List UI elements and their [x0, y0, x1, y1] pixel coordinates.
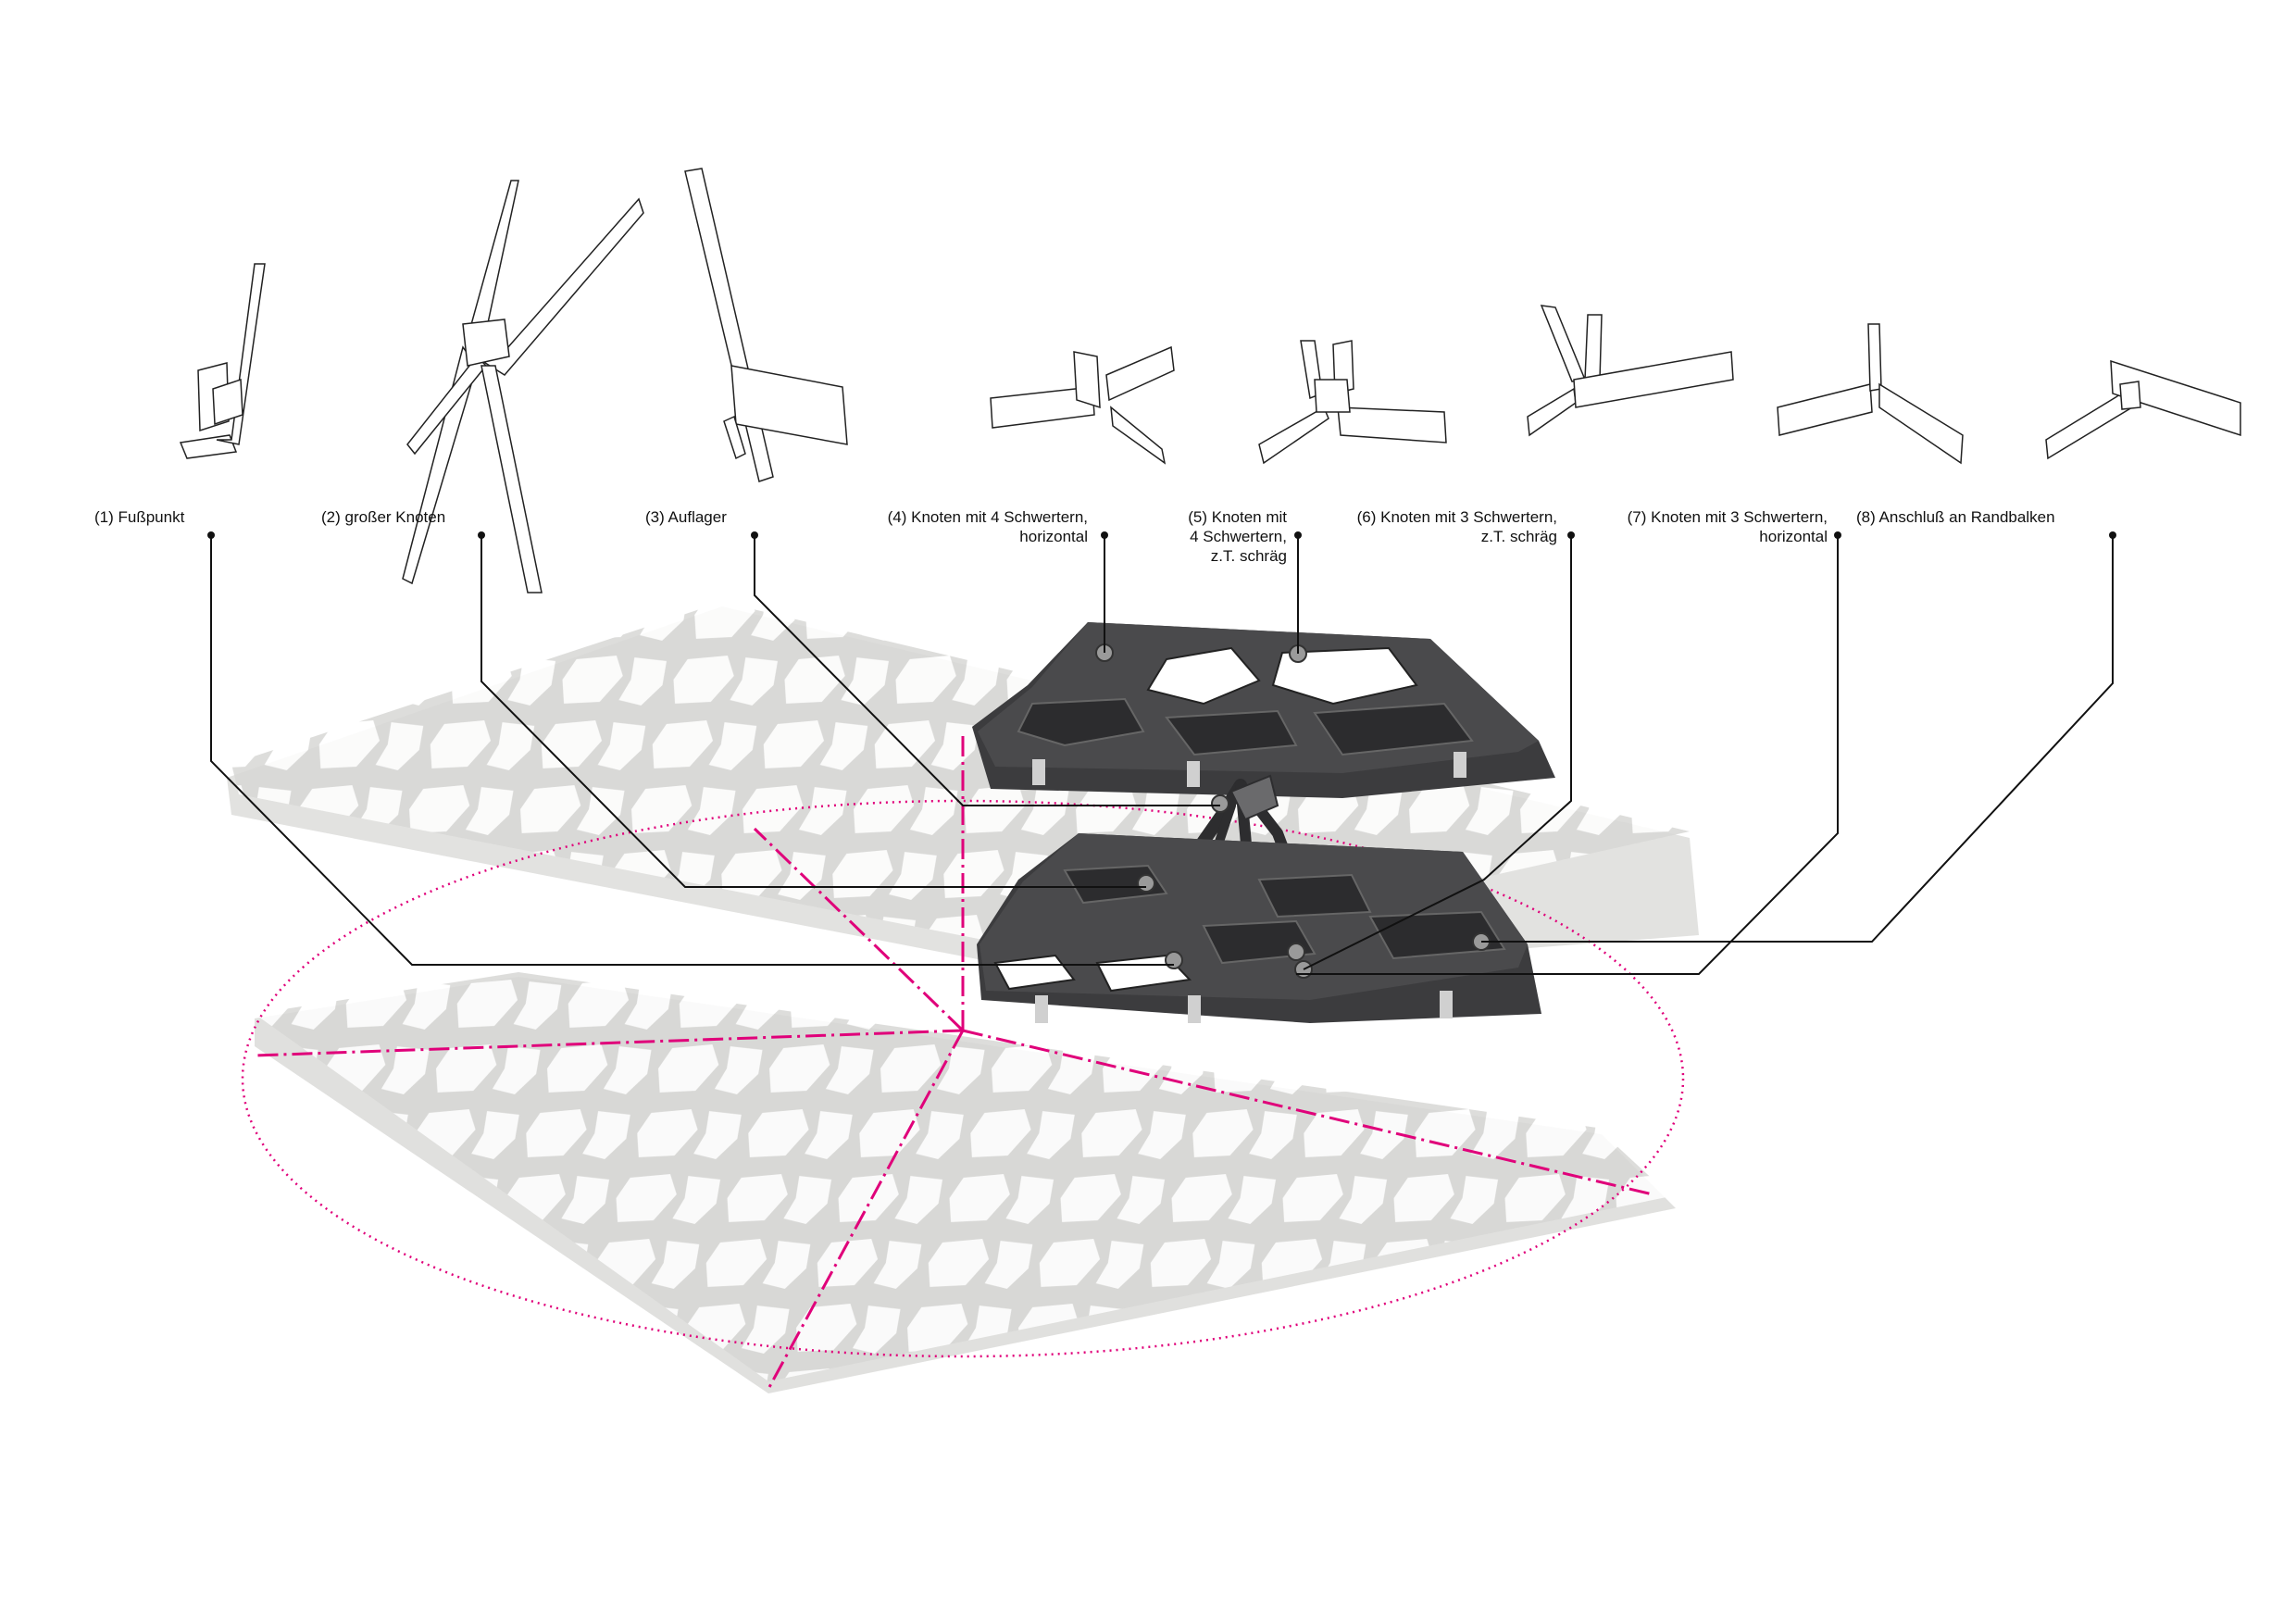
label-large-node: (2) großer Knoten: [321, 507, 445, 527]
label-edge-beam-connection: (8) Anschluß an Randbalken: [1856, 507, 2055, 527]
label-node-4-oblique: (5) Knoten mit 4 Schwertern, z.T. schräg: [1188, 507, 1287, 566]
upper-timber-grid: [972, 622, 1555, 798]
label-line: (8) Anschluß an Randbalken: [1856, 508, 2055, 526]
detail-node-3-horizontal-icon: [1777, 323, 1964, 465]
detail-large-node-icon: [402, 180, 644, 593]
detail-support-icon: [684, 168, 848, 482]
detail-node-3-oblique-icon: [1527, 305, 1734, 437]
label-node-3-oblique: (6) Knoten mit 3 Schwertern, z.T. schräg: [1357, 507, 1557, 546]
lower-roof-panel: [255, 972, 1676, 1393]
label-foot-point: (1) Fußpunkt: [94, 507, 184, 527]
label-line: (7) Knoten mit 3 Schwertern,: [1627, 508, 1828, 526]
detail-node-4-horizontal-icon: [990, 345, 1175, 465]
label-line: (1) Fußpunkt: [94, 508, 185, 526]
label-line: (4) Knoten mit 4 Schwertern,: [887, 508, 1088, 526]
label-line: horizontal: [1759, 528, 1828, 545]
label-line: horizontal: [1019, 528, 1088, 545]
label-line: z.T. schräg: [1210, 547, 1287, 565]
span-circle: [241, 731, 1685, 1390]
label-line: (2) großer Knoten: [321, 508, 446, 526]
label-node-4-horizontal: (4) Knoten mit 4 Schwertern, horizontal: [888, 507, 1088, 546]
detail-node-4-oblique-icon: [1258, 340, 1447, 465]
label-node-3-horizontal: (7) Knoten mit 3 Schwertern, horizontal: [1628, 507, 1828, 546]
label-line: (5) Knoten mit: [1188, 508, 1287, 526]
label-line: (3) Auflager: [645, 508, 727, 526]
label-line: z.T. schräg: [1480, 528, 1557, 545]
label-line: 4 Schwertern,: [1190, 528, 1287, 545]
label-support: (3) Auflager: [645, 507, 727, 527]
leader-lines: [210, 535, 2114, 975]
detail-edge-beam-icon: [2045, 359, 2241, 460]
label-line: (6) Knoten mit 3 Schwertern,: [1356, 508, 1557, 526]
detail-foot-point-icon: [179, 263, 266, 459]
lower-timber-grid: [977, 833, 1541, 1023]
leader-dots: [207, 531, 2116, 539]
